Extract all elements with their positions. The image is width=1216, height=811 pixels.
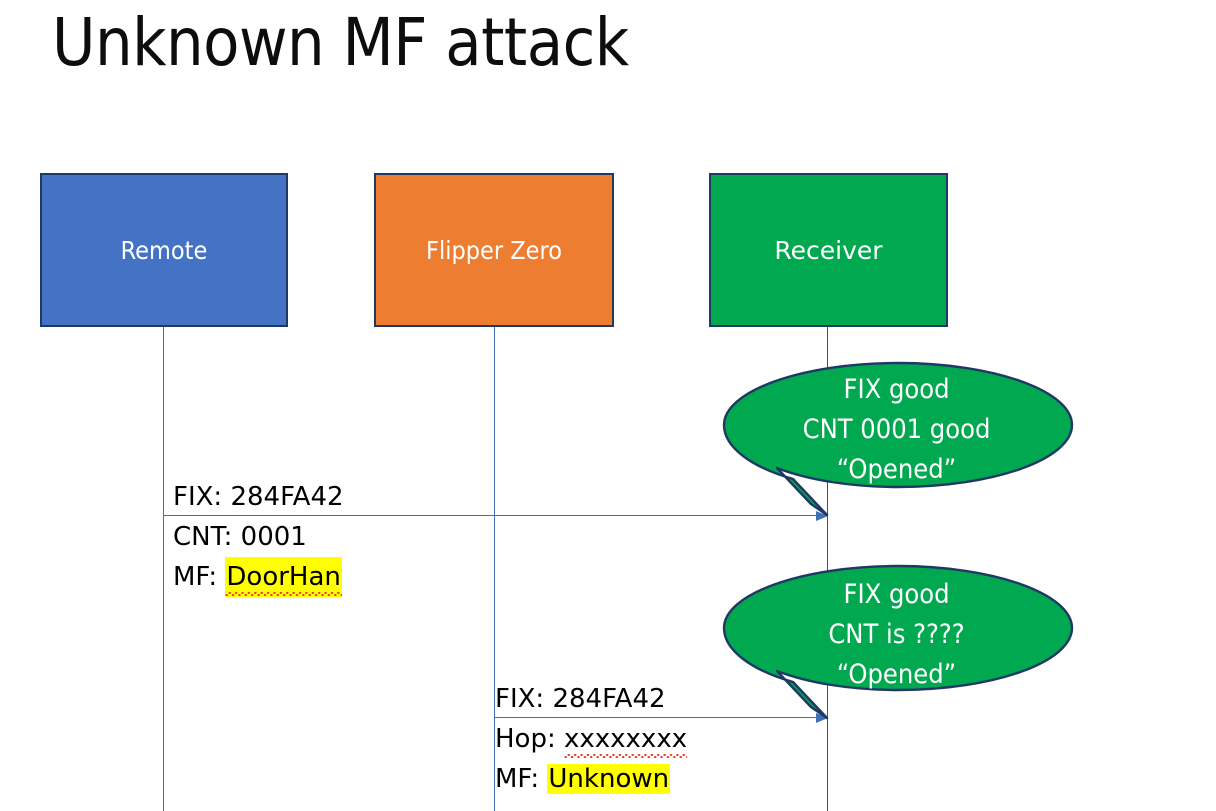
actor-label-receiver: Receiver — [774, 235, 883, 265]
speech-bubble-receiver-first[interactable]: FIX good CNT 0001 good “Opened” — [722, 361, 1074, 520]
message-line-fix: FIX: 284FA42 — [173, 482, 344, 512]
actor-label-remote: Remote — [120, 235, 208, 265]
message-line-mf-value: Unknown — [547, 764, 671, 794]
message-line-hop-prefix: Hop: — [495, 724, 564, 754]
lifeline-remote — [163, 327, 164, 811]
message-arrow-flipper-to-receiver — [495, 712, 828, 723]
actor-box-flipper[interactable]: Flipper Zero — [374, 173, 614, 327]
speech-bubble-shape — [722, 564, 1074, 720]
message-label-flipper-to-receiver: FIX: 284FA42 Hop: xxxxxxxx MF: Unknown — [495, 679, 688, 799]
message-line-mf: MF: DoorHan — [173, 557, 344, 597]
page-title: Unknown MF attack — [52, 4, 629, 81]
message-arrow-remote-to-receiver — [164, 510, 828, 521]
message-line-mf-value: DoorHan — [225, 557, 342, 597]
message-line-mf-prefix: MF: — [495, 764, 548, 794]
lifeline-receiver — [827, 327, 828, 811]
actor-box-remote[interactable]: Remote — [40, 173, 288, 327]
message-line-mf-prefix: MF: — [173, 562, 226, 592]
actor-box-receiver[interactable]: Receiver — [709, 173, 948, 327]
lifeline-flipper — [494, 327, 495, 811]
message-line-hop-value: xxxxxxxx — [564, 719, 688, 759]
message-line-mf: MF: Unknown — [495, 759, 687, 799]
actor-label-flipper: Flipper Zero — [426, 235, 562, 265]
speech-bubble-receiver-second[interactable]: FIX good CNT is ???? “Opened” — [722, 564, 1074, 723]
message-line-fix: FIX: 284FA42 — [495, 684, 666, 714]
message-label-remote-to-receiver: FIX: 284FA42 CNT: 0001 MF: DoorHan — [173, 477, 344, 597]
message-line-hop: Hop: xxxxxxxx — [495, 719, 688, 759]
message-line-cnt: CNT: 0001 — [173, 522, 307, 552]
speech-bubble-shape — [722, 361, 1074, 517]
